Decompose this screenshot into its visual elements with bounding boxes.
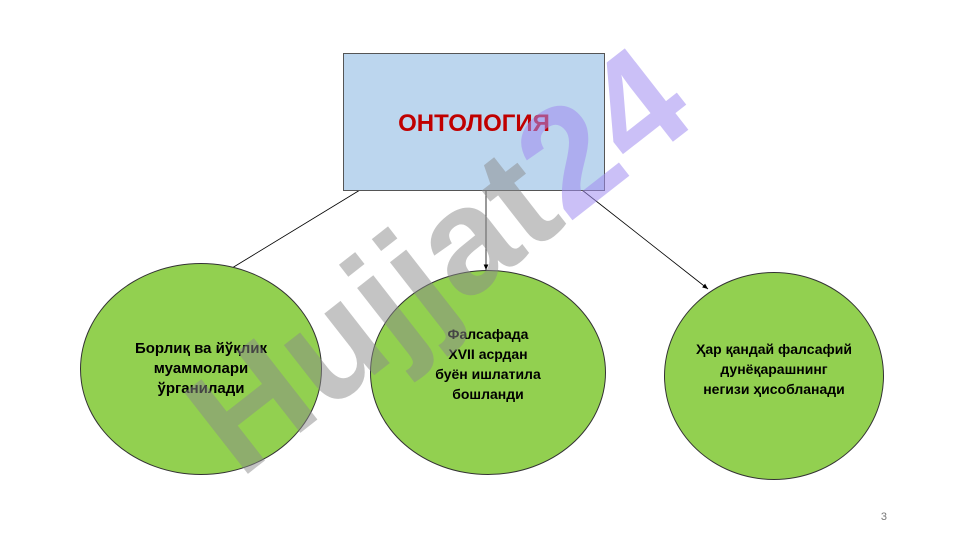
node-text: негизи ҳисобланади [703,381,845,397]
node-text: ўрганилади [157,380,245,397]
node-text: муаммолари [153,360,249,377]
connector-left [231,189,361,269]
ontology-box: ОНТОЛОГИЯ [343,53,605,191]
node-text: бошланди [452,385,524,402]
node-text: Борлиқ ва йўқлик [134,340,268,357]
node-being: Борлиқ ва йўқлик муаммолари ўрганилади [80,263,322,475]
node-text: дунёқарашнинг [720,361,828,377]
node-text: Фалсафада [447,325,529,342]
node-text: Ҳар қандай фалсафий [696,341,852,357]
ontology-title: ОНТОЛОГИЯ [398,110,550,137]
connector-right [581,189,709,290]
node-text: XVII асрдан [448,345,528,362]
node-text: буён ишлатила [435,365,541,382]
node-foundation: Ҳар қандай фалсафий дунёқарашнинг негизи ҳ… [664,272,884,480]
page-number: 3 [880,511,887,523]
